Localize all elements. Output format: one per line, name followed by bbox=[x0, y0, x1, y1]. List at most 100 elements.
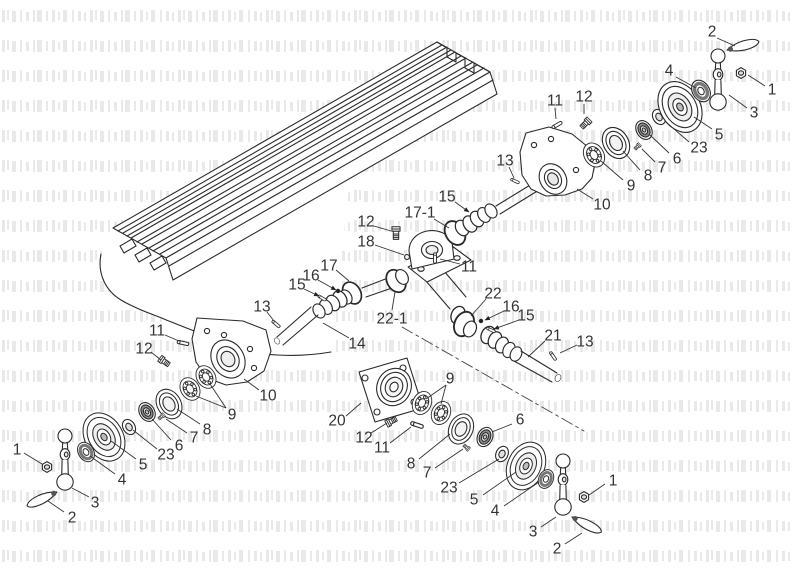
callout-label-6: 6 bbox=[516, 411, 525, 428]
callout-label-12: 12 bbox=[357, 213, 374, 230]
leader-line bbox=[89, 455, 116, 475]
callout-label-5: 5 bbox=[470, 491, 479, 508]
callout-label-11: 11 bbox=[461, 258, 477, 275]
leader-line bbox=[564, 532, 583, 545]
leader-line bbox=[418, 433, 451, 460]
set-screw-16 bbox=[478, 318, 484, 324]
leader-line bbox=[425, 384, 447, 400]
table-t-slot-lines bbox=[117, 44, 485, 255]
callout-label-18: 18 bbox=[357, 233, 374, 250]
callout-label-7: 7 bbox=[190, 429, 199, 446]
callout-label-10: 10 bbox=[259, 387, 277, 404]
callout-label-1: 1 bbox=[13, 441, 22, 458]
leader-line bbox=[389, 426, 412, 444]
assembly-bottom-middle bbox=[358, 357, 605, 537]
callout-label-11: 11 bbox=[374, 439, 390, 456]
leader-line bbox=[649, 134, 670, 154]
callout-label-4: 4 bbox=[665, 62, 674, 79]
leader-line bbox=[484, 310, 505, 321]
leader-line bbox=[508, 166, 515, 179]
callout-label-17-1: 17-1 bbox=[404, 204, 435, 221]
callout-label-23: 23 bbox=[690, 139, 707, 156]
leader-line bbox=[303, 288, 320, 297]
callout-label-7: 7 bbox=[658, 159, 667, 176]
axis-centerline bbox=[401, 326, 585, 432]
leader-line bbox=[243, 378, 260, 391]
leader-line bbox=[600, 160, 624, 181]
callout-label-15: 15 bbox=[517, 307, 534, 324]
callout-label-10: 10 bbox=[593, 196, 611, 213]
leader-line bbox=[209, 383, 227, 409]
leader-line bbox=[665, 121, 690, 143]
callout-label-22-1: 22-1 bbox=[376, 310, 407, 327]
callout-label-8: 8 bbox=[203, 421, 212, 438]
nut-1 bbox=[41, 461, 53, 473]
grease-fitting-18 bbox=[404, 254, 410, 260]
leader-line bbox=[503, 481, 540, 507]
leader-line bbox=[433, 218, 450, 229]
callout-label-22: 22 bbox=[484, 285, 501, 302]
callout-label-23: 23 bbox=[440, 479, 457, 496]
callout-label-9: 9 bbox=[228, 406, 237, 423]
table bbox=[99, 41, 498, 356]
leader-line bbox=[454, 201, 470, 213]
leader-line bbox=[71, 487, 90, 498]
leader-line bbox=[47, 500, 65, 513]
leader-line bbox=[322, 322, 350, 339]
leader-line bbox=[132, 429, 158, 450]
screw-21-shaft bbox=[513, 350, 558, 383]
assembly-bottom-left bbox=[24, 317, 282, 511]
pin-11 bbox=[433, 252, 437, 264]
leader-line bbox=[391, 291, 396, 311]
callout-label-3: 3 bbox=[750, 104, 759, 121]
assembly-upper-right bbox=[519, 36, 761, 197]
callout-label-3: 3 bbox=[91, 494, 100, 511]
callout-label-9: 9 bbox=[627, 177, 636, 194]
nut-1 bbox=[578, 491, 590, 503]
leader-line bbox=[165, 418, 188, 434]
leader-line bbox=[747, 74, 766, 87]
callout-label-5: 5 bbox=[715, 126, 724, 143]
leader-line bbox=[470, 298, 487, 317]
callout-label-3: 3 bbox=[529, 523, 538, 540]
callout-label-11: 11 bbox=[149, 322, 165, 339]
callout-label-15: 15 bbox=[438, 188, 455, 205]
leader-line bbox=[374, 244, 405, 256]
table-left-slot-tabs bbox=[119, 238, 167, 271]
callout-label-15: 15 bbox=[288, 276, 305, 293]
leader-line bbox=[493, 319, 520, 330]
callout-label-14: 14 bbox=[348, 335, 366, 352]
leader-line bbox=[693, 116, 713, 130]
leader-line bbox=[491, 423, 513, 433]
leader-line bbox=[576, 188, 594, 200]
leader-line bbox=[675, 76, 697, 89]
leader-line bbox=[150, 351, 162, 361]
lead-screw-21 bbox=[477, 318, 563, 383]
leader-line bbox=[440, 384, 447, 405]
callout-label-12: 12 bbox=[575, 88, 592, 105]
table-chamfer-line bbox=[168, 79, 494, 267]
bolt-12 bbox=[391, 226, 401, 240]
gearbox-left-neck bbox=[361, 277, 393, 298]
callout-label-6: 6 bbox=[673, 150, 682, 167]
callout-label-4: 4 bbox=[491, 502, 500, 519]
leader-line bbox=[716, 37, 736, 47]
leader-line bbox=[588, 483, 606, 496]
leader-line bbox=[370, 422, 388, 434]
leader-line bbox=[622, 150, 641, 171]
callout-label-13: 13 bbox=[496, 152, 513, 169]
leader-line bbox=[554, 107, 557, 120]
leader-line bbox=[559, 344, 578, 354]
gearbox-lower-barrel bbox=[425, 270, 467, 310]
screw-14-shaft bbox=[276, 306, 319, 346]
leader-line bbox=[176, 408, 201, 425]
callout-label-16: 16 bbox=[502, 298, 519, 315]
leader-line bbox=[527, 340, 546, 358]
leader-line bbox=[335, 269, 350, 282]
leader-line bbox=[439, 258, 461, 265]
callout-label-9: 9 bbox=[446, 370, 455, 387]
leader-line bbox=[434, 448, 464, 469]
